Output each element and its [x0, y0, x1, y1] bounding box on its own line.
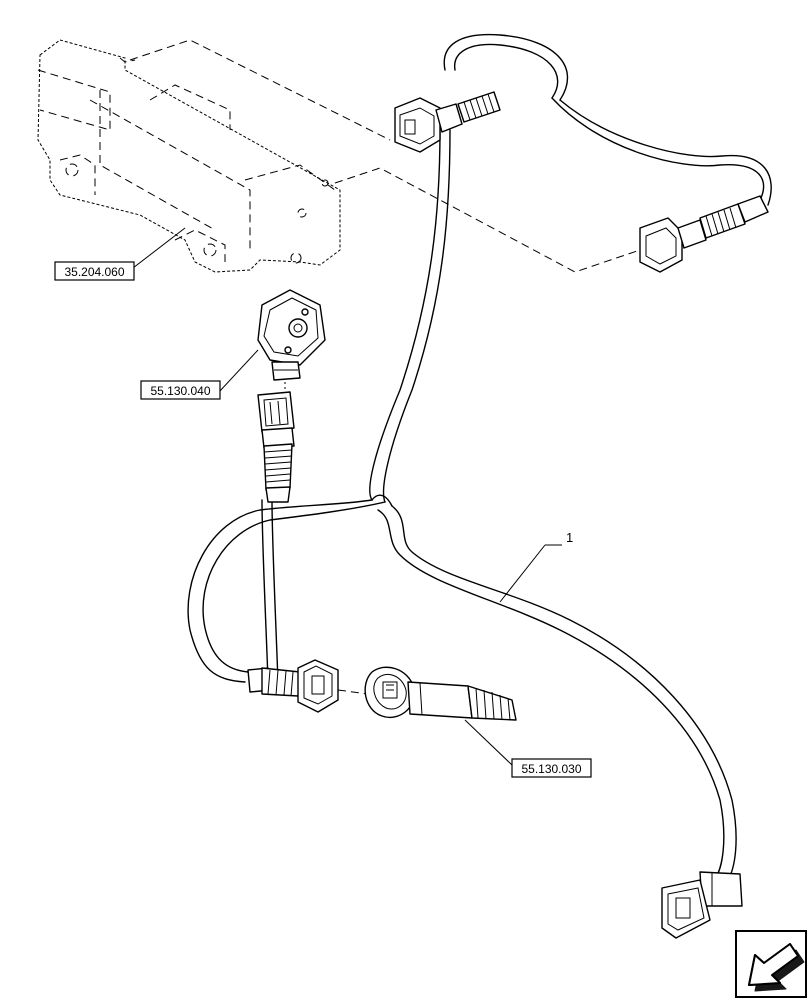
leader-dash-lower	[334, 167, 641, 273]
connector-sensor-040	[257, 391, 295, 503]
leader-dash-upper	[129, 39, 391, 141]
connector-right	[639, 195, 769, 273]
callout-item-1[interactable]: 1	[499, 530, 573, 603]
harness-cables	[187, 33, 772, 881]
ref-55.130.030[interactable]: 55.130.030	[464, 719, 592, 778]
connector-bottom-right	[661, 871, 743, 939]
sensor-55.130.030	[364, 666, 517, 721]
ref-55.130.040-label: 55.130.040	[150, 384, 210, 398]
connector-upper	[394, 91, 501, 153]
ref-35.204.060-label: 35.204.060	[64, 265, 124, 279]
ref-55.130.040[interactable]: 55.130.040	[140, 349, 259, 400]
leader-dash-sensor-030	[337, 689, 369, 695]
connector-lower-left	[247, 659, 339, 713]
sensor-55.130.040	[257, 289, 326, 381]
ref-35.204.060[interactable]: 35.204.060	[54, 227, 186, 281]
ref-55.130.030-label: 55.130.030	[521, 762, 581, 776]
control-valve-block	[37, 39, 341, 273]
arrow-left-down-icon[interactable]	[735, 930, 807, 998]
callout-item-1-label: 1	[566, 530, 573, 545]
